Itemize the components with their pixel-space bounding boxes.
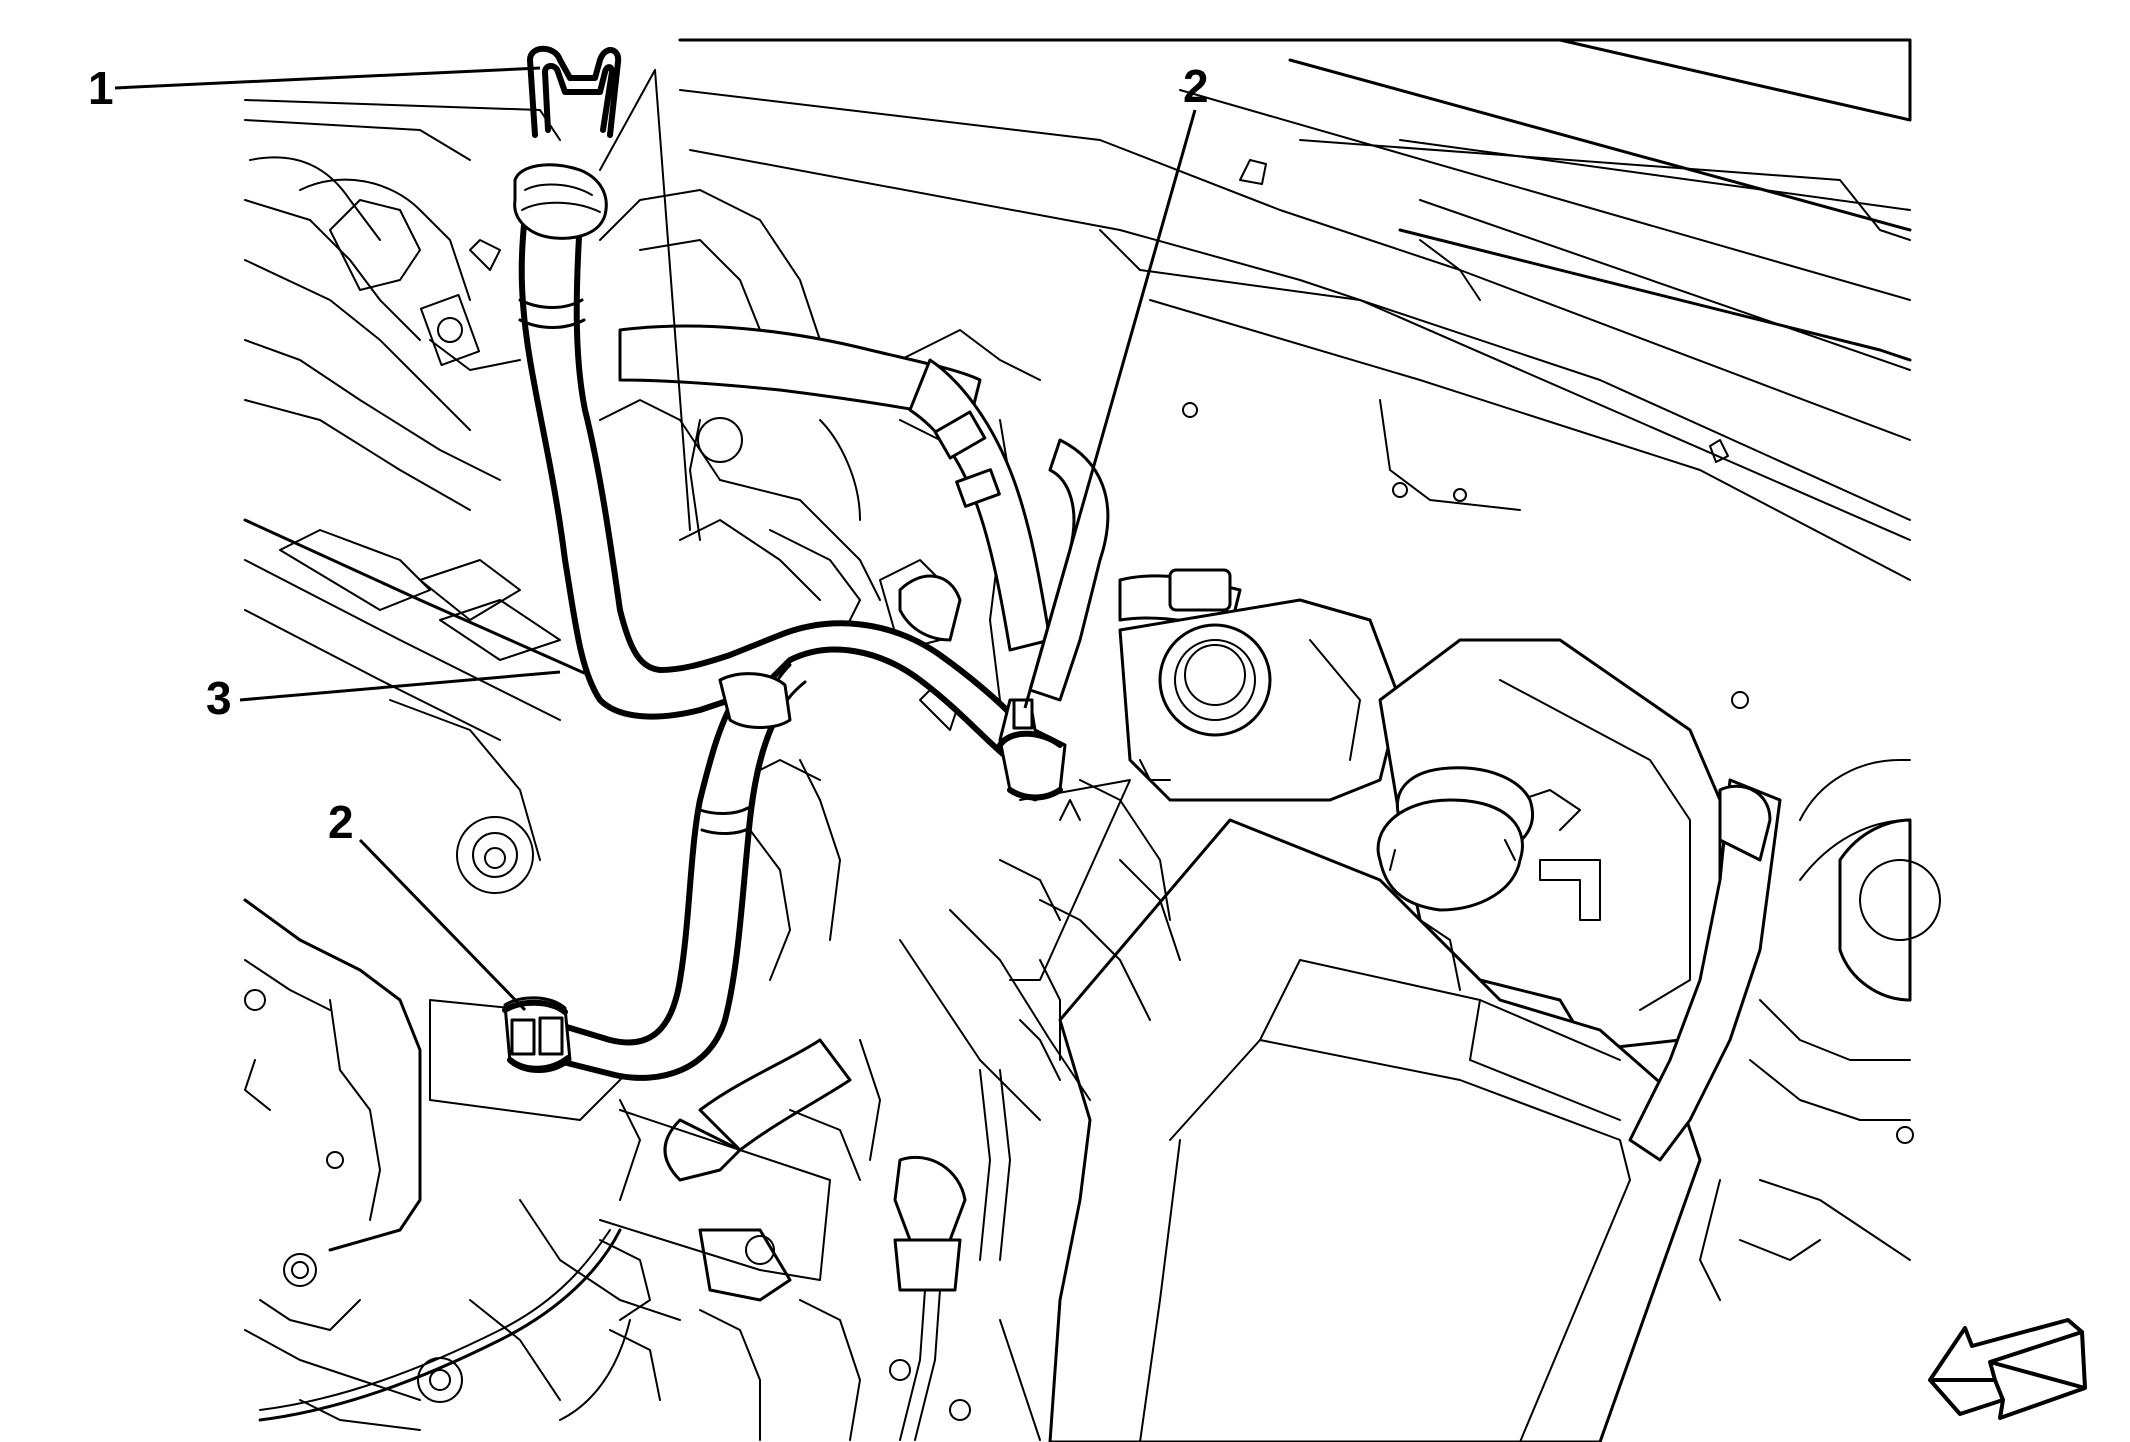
engine-bay-background bbox=[243, 38, 1941, 1442]
leader-lines bbox=[114, 66, 1197, 1012]
callout-2-upper-label: 2 bbox=[1183, 60, 1209, 112]
callout-1-label: 1 bbox=[88, 62, 114, 114]
hose-clamp-2-upper bbox=[997, 698, 1067, 802]
callout-3-label: 3 bbox=[206, 672, 232, 724]
callout-2-lower-label: 2 bbox=[328, 796, 354, 848]
view-direction-arrow-icon bbox=[1928, 1318, 2087, 1420]
heater-hose-lower bbox=[552, 687, 778, 1081]
hose-clamp-2-lower bbox=[502, 996, 572, 1073]
hose-clip-1 bbox=[527, 45, 622, 138]
heater-hose-assembly bbox=[513, 163, 1043, 1081]
